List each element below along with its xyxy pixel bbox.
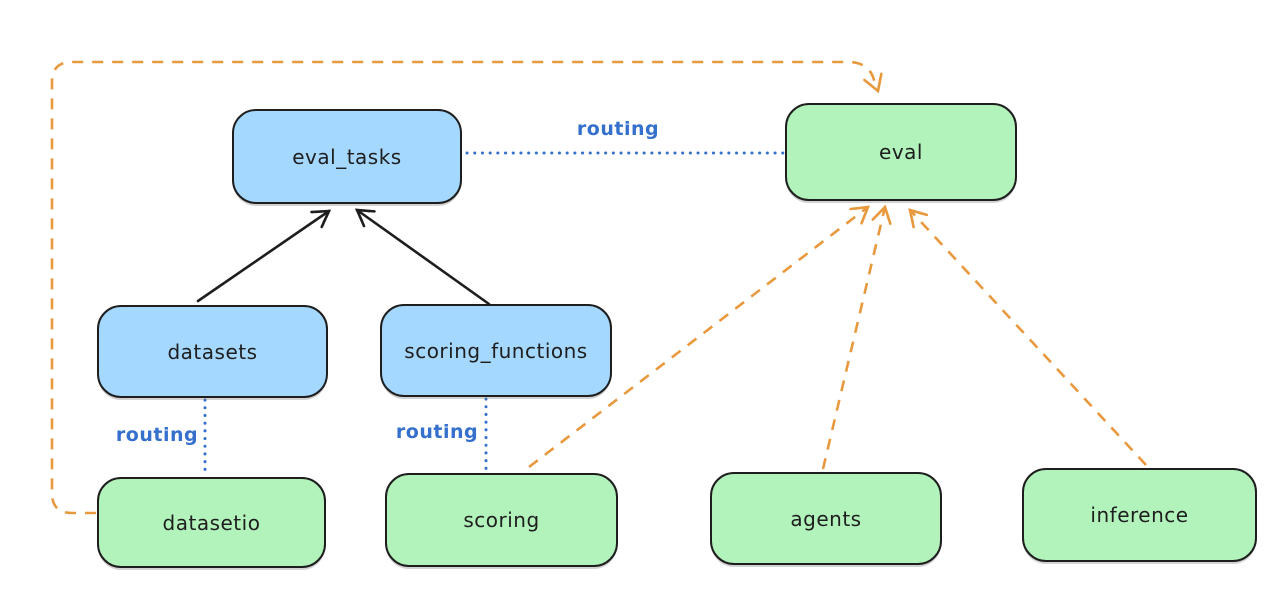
node-scoring_functions[interactable]: scoring_functions xyxy=(380,304,612,397)
edge-scoring_functions-to-eval_tasks xyxy=(354,208,491,306)
edge-label-routing-scoring_functions-scoring: routing xyxy=(395,421,479,443)
edge-label-routing-datasets-datasetio: routing xyxy=(115,424,199,446)
node-agents[interactable]: agents xyxy=(710,472,942,565)
edge-agents-to-eval xyxy=(821,204,892,470)
node-agents-label: agents xyxy=(790,506,862,531)
node-scoring-label: scoring xyxy=(463,508,540,532)
node-scoring[interactable]: scoring xyxy=(385,473,618,567)
node-datasets[interactable]: datasets xyxy=(97,305,328,398)
node-eval_tasks[interactable]: eval_tasks xyxy=(232,109,462,204)
node-inference[interactable]: inference xyxy=(1022,468,1257,562)
node-inference-label: inference xyxy=(1090,503,1189,527)
edge-label-routing-eval_tasks-eval: routing xyxy=(576,118,660,140)
node-datasetio[interactable]: datasetio xyxy=(97,477,326,568)
edge-datasets-to-eval_tasks xyxy=(196,209,332,303)
edge-inference-to-eval xyxy=(908,208,1147,466)
node-eval-label: eval xyxy=(879,140,923,164)
node-eval_tasks-label: eval_tasks xyxy=(292,144,402,169)
node-scoring_functions-label: scoring_functions xyxy=(404,338,588,363)
node-datasets-label: datasets xyxy=(167,339,258,364)
node-datasetio-label: datasetio xyxy=(162,510,261,535)
node-eval[interactable]: eval xyxy=(785,103,1017,201)
